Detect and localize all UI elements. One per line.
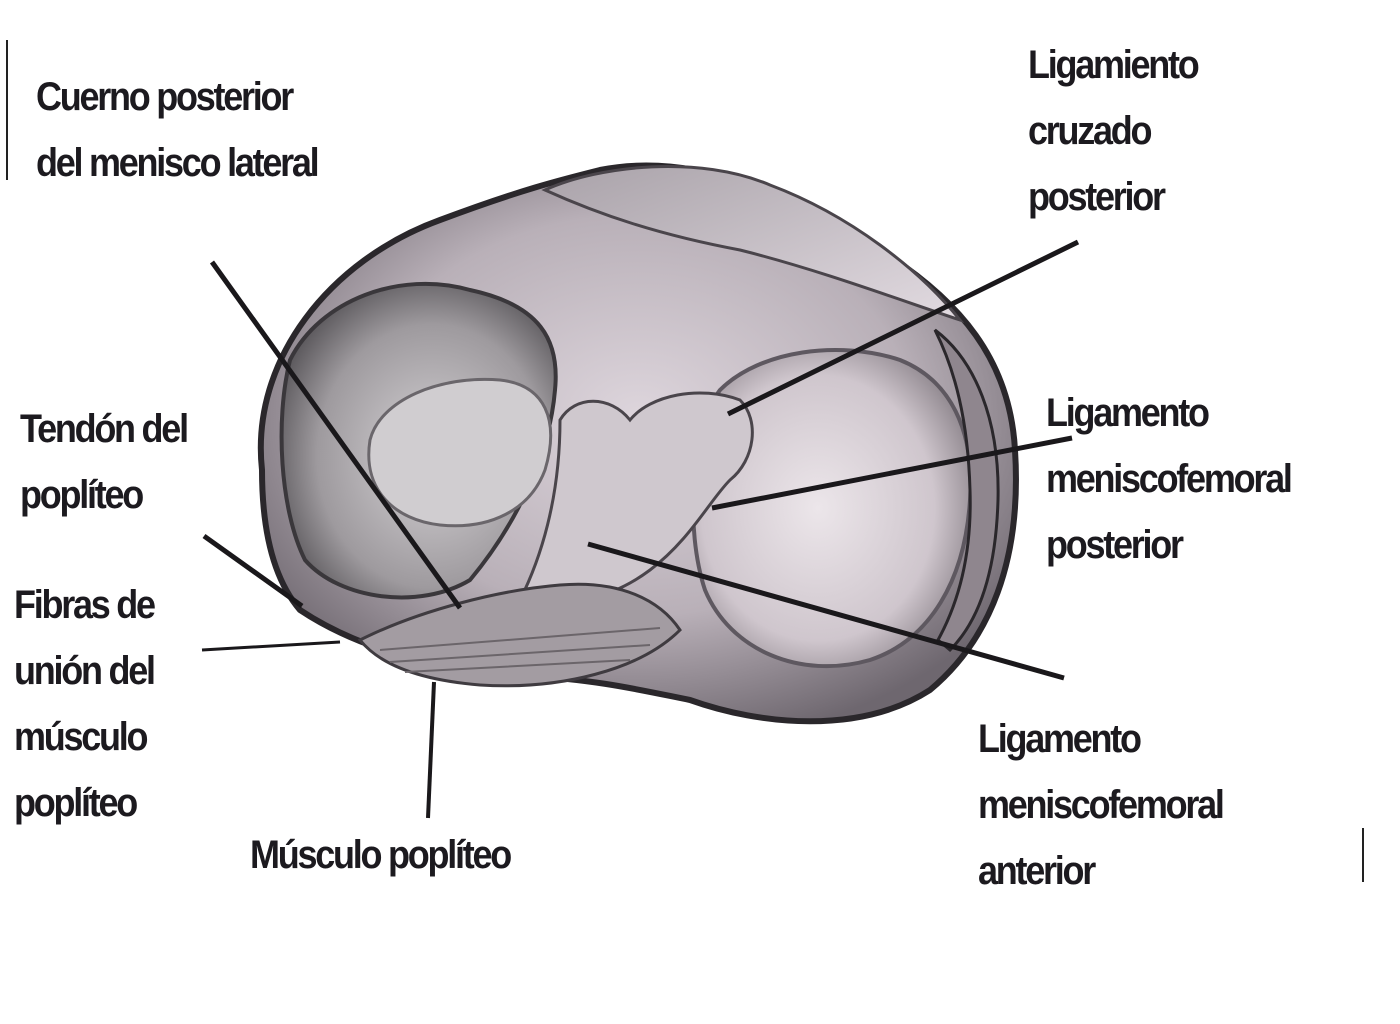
label-lig-cruzado-posterior: Ligamiento cruzado posterior: [1028, 32, 1200, 230]
label-line: meniscofemoral: [978, 783, 1225, 827]
label-line: posterior: [1046, 523, 1184, 567]
posterior-ridge: [541, 165, 965, 324]
label-line: Tendón del: [20, 407, 189, 451]
label-tendon-popliteo: Tendón del poplíteo: [20, 396, 189, 528]
label-musculo-popliteo: Músculo poplíteo: [250, 822, 512, 888]
label-line: unión del: [14, 649, 156, 693]
pointer-lig-meniscofemoral-anterior: [587, 541, 1065, 681]
label-line: Ligamiento: [1028, 43, 1200, 87]
left-edge-rule: [6, 40, 8, 180]
lateral-meniscus: [367, 377, 553, 528]
label-line: Ligamento: [1046, 391, 1210, 435]
right-edge-rule: [1362, 828, 1364, 882]
pointer-cuerno-posterior: [209, 260, 463, 610]
pointer-musculo-popliteo: [426, 681, 436, 819]
pointer-lig-cruzado-posterior: [726, 239, 1080, 417]
label-line: Músculo poplíteo: [250, 833, 512, 877]
label-line: Fibras de: [14, 583, 156, 627]
label-line: anterior: [978, 849, 1096, 893]
medial-condyle: [691, 348, 973, 669]
label-line: Ligamento: [978, 717, 1142, 761]
label-line: del menisco lateral: [36, 141, 320, 185]
label-line: cruzado: [1028, 109, 1153, 153]
label-line: poplíteo: [20, 473, 144, 517]
label-cuerno-posterior: Cuerno posterior del menisco lateral: [36, 64, 320, 196]
label-line: Cuerno posterior: [36, 75, 294, 119]
label-lig-meniscofemoral-posterior: Ligamento meniscofemoral posterior: [1046, 380, 1293, 578]
label-line: posterior: [1028, 175, 1166, 219]
popliteus-fibers: [379, 627, 661, 673]
label-line: poplíteo: [14, 781, 138, 825]
pointer-fibras-union: [201, 640, 341, 652]
medial-rim: [933, 328, 1000, 653]
label-line: meniscofemoral: [1046, 457, 1293, 501]
label-lig-meniscofemoral-anterior: Ligamento meniscofemoral anterior: [978, 706, 1225, 904]
pointer-lig-meniscofemoral-posterior: [711, 435, 1073, 511]
label-fibras-union: Fibras de unión del músculo poplíteo: [14, 572, 156, 836]
label-line: músculo: [14, 715, 149, 759]
popliteus-muscle-belly: [357, 582, 682, 688]
pointer-tendon-popliteo: [202, 533, 304, 609]
